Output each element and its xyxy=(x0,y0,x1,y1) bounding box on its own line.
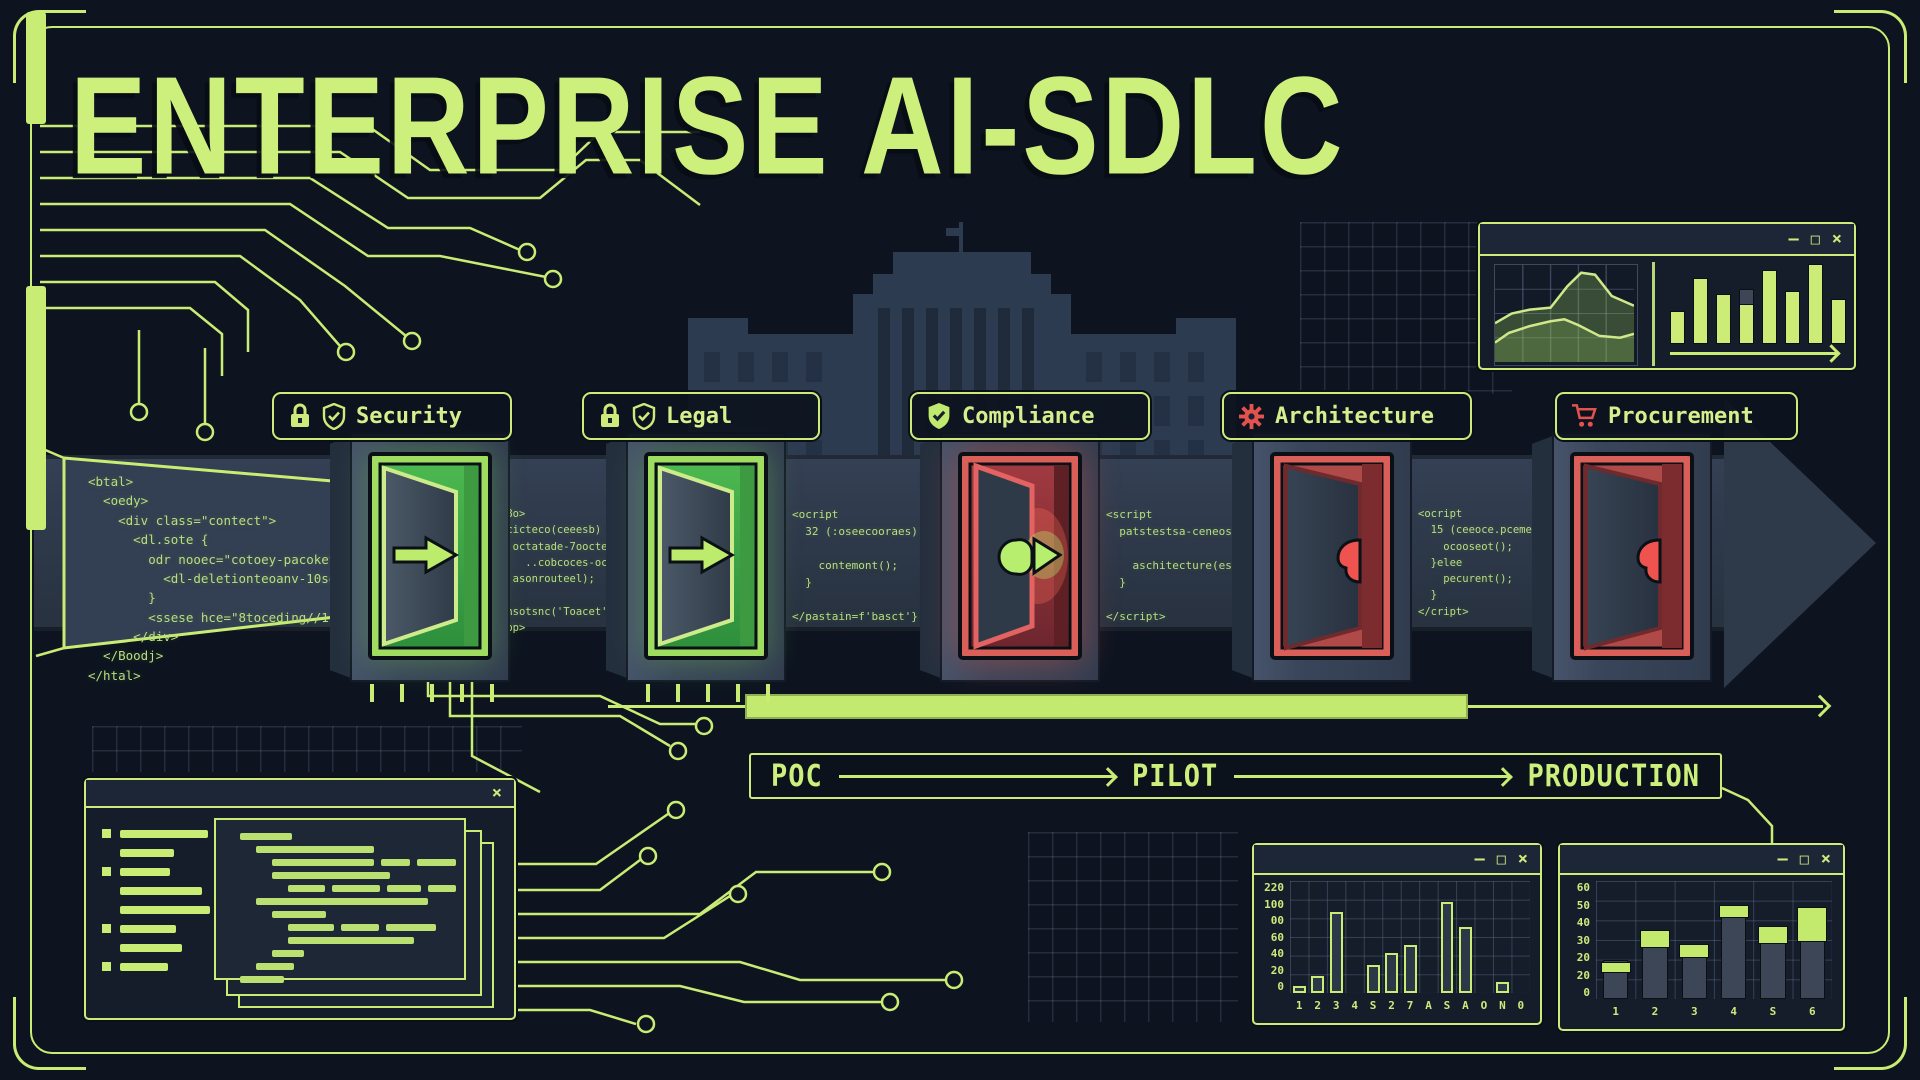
code-panel-front xyxy=(214,818,466,983)
bar-chart-arrow xyxy=(1670,352,1838,355)
blocked-red-door xyxy=(958,452,1082,660)
gate-legal xyxy=(606,434,784,702)
gate-label-text: Compliance xyxy=(962,403,1095,429)
gate-side-face xyxy=(606,434,632,680)
window-titlebar: × xyxy=(86,780,514,808)
cart-icon xyxy=(1571,404,1597,427)
window-titlebar: — □ × xyxy=(1560,845,1843,875)
squeezed-arrow-tail-icon xyxy=(997,538,1034,576)
timeline-arrow xyxy=(1234,774,1512,778)
bar-chart-plot xyxy=(1290,881,1530,993)
progress-fill-bar xyxy=(745,694,1468,719)
progress-arrowhead xyxy=(1808,694,1832,718)
timeline-arrow xyxy=(838,774,1116,778)
lock-icon xyxy=(601,403,619,427)
gate-side-face xyxy=(1532,434,1558,680)
gate-architecture xyxy=(1232,434,1410,680)
close-button[interactable]: × xyxy=(1820,848,1831,869)
gate-label-architecture: Architecture xyxy=(1222,392,1472,440)
gate-compliance xyxy=(920,434,1098,680)
gate-label-procurement: Procurement xyxy=(1555,392,1798,440)
gate-base-ticks xyxy=(370,684,494,702)
lock-icon xyxy=(291,403,309,427)
editor-gutter-list xyxy=(102,824,212,976)
shield-check-icon xyxy=(632,402,656,430)
open-green-door xyxy=(368,452,492,660)
stacked-code-panels xyxy=(214,818,494,1008)
gate-label-security: Security xyxy=(272,392,512,440)
gate-label-text: Security xyxy=(356,403,462,429)
gate-procurement xyxy=(1532,434,1710,680)
maximize-button[interactable]: □ xyxy=(1496,849,1506,868)
pass-through-arrow-icon xyxy=(392,535,460,575)
frame-corner-accent xyxy=(13,10,86,83)
timeline-stage-production: PRODUCTION xyxy=(1527,758,1700,794)
window-analytics-top-right: — □ × xyxy=(1478,222,1856,370)
code-snippet-after-architecture: <ocript 15 (ceeoce.pcement) ocooseot(); … xyxy=(1418,508,1551,618)
maximize-button[interactable]: □ xyxy=(1799,849,1809,868)
mini-area-chart xyxy=(1494,264,1638,366)
timeline-box: POC PILOT PRODUCTION xyxy=(749,753,1722,799)
left-edge-accent-bar xyxy=(26,286,46,530)
frame-corner-accent xyxy=(1834,997,1907,1070)
gate-security xyxy=(330,434,508,702)
shield-check-icon xyxy=(322,402,346,430)
code-snippet-after-legal: <ocript 32 (:oseecooraes) { contemont();… xyxy=(792,508,931,624)
gate-base-ticks xyxy=(646,684,770,702)
frame-corner-accent xyxy=(1834,10,1907,83)
mini-bar-chart xyxy=(1670,262,1846,344)
close-button[interactable]: × xyxy=(491,782,502,803)
window-titlebar: — □ × xyxy=(1254,845,1540,875)
door-handle xyxy=(1336,538,1362,584)
close-button[interactable]: × xyxy=(1831,228,1842,249)
maximize-button[interactable]: □ xyxy=(1810,229,1820,248)
bar-chart-plot xyxy=(1596,881,1832,999)
gate-label-text: Procurement xyxy=(1608,403,1754,429)
gate-label-text: Legal xyxy=(666,403,733,429)
grid-texture-bottom-mid xyxy=(1028,832,1238,1022)
open-green-door xyxy=(644,452,768,660)
minimize-button[interactable]: — xyxy=(1474,848,1485,869)
shield-check-filled-icon xyxy=(928,403,950,429)
gate-label-text: Architecture xyxy=(1275,403,1434,429)
door-handle xyxy=(1636,538,1662,584)
gate-side-face xyxy=(1232,434,1258,680)
grid-texture-top-right xyxy=(1300,222,1512,394)
gear-icon xyxy=(1238,403,1265,429)
frame-corner-accent xyxy=(13,997,86,1070)
close-button[interactable]: × xyxy=(1517,848,1528,869)
closed-red-door xyxy=(1570,452,1694,660)
timeline-stage-pilot: PILOT xyxy=(1131,758,1219,794)
closed-red-door xyxy=(1270,452,1394,660)
pipeline-arrowhead xyxy=(1724,398,1876,688)
panel-divider xyxy=(1652,262,1655,366)
left-edge-accent-bar xyxy=(26,12,46,124)
gate-label-compliance: Compliance xyxy=(910,392,1150,440)
gate-label-legal: Legal xyxy=(582,392,820,440)
window-code-editor: × xyxy=(84,778,516,1020)
minimize-button[interactable]: — xyxy=(1788,228,1799,249)
window-titlebar: — □ × xyxy=(1480,224,1854,256)
timeline-stage-poc: POC xyxy=(771,758,823,794)
grid-texture-above-editor xyxy=(92,726,522,772)
minimize-button[interactable]: — xyxy=(1777,848,1788,869)
page-title: ENTERPRISE AI-SDLC xyxy=(70,48,1346,205)
